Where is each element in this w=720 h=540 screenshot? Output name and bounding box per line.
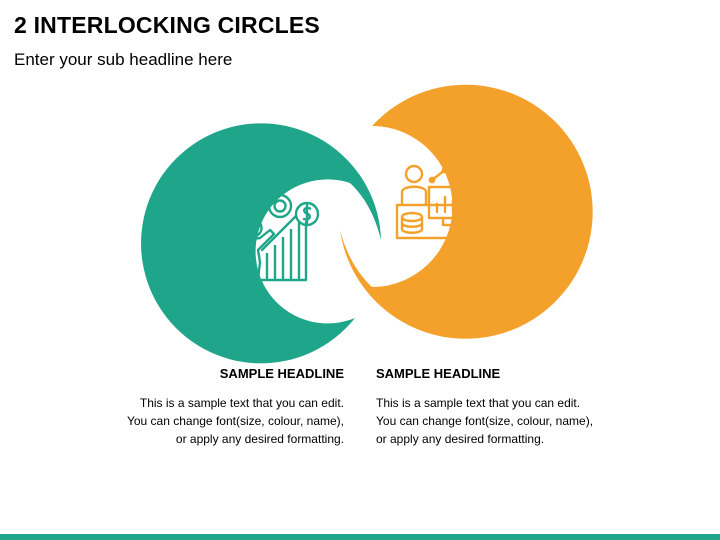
page-subtitle: Enter your sub headline here [14, 50, 233, 69]
data-analyst-icon [395, 160, 477, 240]
right-headline: SAMPLE HEADLINE [376, 366, 501, 381]
left-body-line: You can change font(size, colour, name), [126, 414, 344, 428]
bottom-accent-bar [0, 534, 720, 540]
investment-growth-icon [236, 193, 320, 282]
left-body-line: This is a sample text that you can edit. [139, 396, 344, 410]
right-text-block: SAMPLE HEADLINE This is a sample text th… [376, 366, 616, 448]
left-body-text: This is a sample text that you can edit.… [104, 394, 344, 448]
right-crescent-ring [340, 84, 593, 339]
left-crescent-ring [141, 123, 381, 364]
page-title: 2 INTERLOCKING CIRCLES [14, 12, 320, 38]
left-headline: SAMPLE HEADLINE [219, 366, 344, 381]
right-body-line: You can change font(size, colour, name), [376, 414, 594, 428]
left-text-block: SAMPLE HEADLINE This is a sample text th… [104, 366, 344, 448]
right-body-line: This is a sample text that you can edit. [376, 396, 581, 410]
left-body-line: or apply any desired formatting. [175, 432, 344, 446]
right-body-text: This is a sample text that you can edit.… [376, 394, 616, 448]
right-body-line: or apply any desired formatting. [376, 432, 545, 446]
